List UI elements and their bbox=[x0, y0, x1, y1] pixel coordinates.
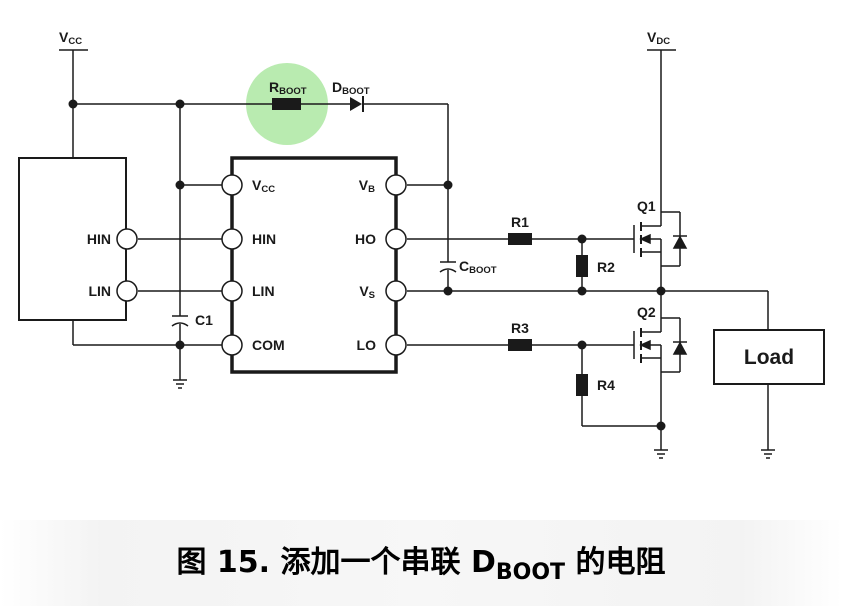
r3-label: R3 bbox=[511, 320, 529, 336]
mosfet-q1 bbox=[633, 211, 688, 267]
junction-dot bbox=[656, 286, 666, 296]
ic-label-hin: HIN bbox=[252, 231, 276, 247]
junction-dot bbox=[577, 286, 587, 296]
ic-label-ho: HO bbox=[355, 231, 376, 247]
ic-label-lin: LIN bbox=[252, 283, 275, 299]
resistor-r3 bbox=[508, 339, 532, 351]
caption-prefix: 图 15. 添加一个串联 D bbox=[176, 545, 496, 580]
junction-dot bbox=[175, 180, 185, 190]
ic-label-vs: VS bbox=[359, 283, 375, 301]
resistor-rboot bbox=[272, 98, 301, 110]
junction-dot bbox=[577, 340, 587, 350]
junction-dot bbox=[175, 340, 185, 350]
vcc-label: VCC bbox=[59, 29, 82, 47]
ic-pin-lo bbox=[385, 334, 407, 356]
r4-label: R4 bbox=[597, 377, 615, 393]
c1-label: C1 bbox=[195, 312, 213, 328]
junction-dot bbox=[577, 234, 587, 244]
ic-pin-hin bbox=[221, 228, 243, 250]
junction-dot bbox=[175, 99, 185, 109]
junction-dots bbox=[68, 99, 666, 431]
resistor-r1 bbox=[508, 233, 532, 245]
cboot-label: CBOOT bbox=[459, 258, 497, 276]
ic-label-vb: VB bbox=[359, 177, 375, 195]
ic-label-lo: LO bbox=[357, 337, 377, 353]
mosfet-q2 bbox=[633, 317, 688, 373]
ic-pin-vs bbox=[385, 280, 407, 302]
q2-label: Q2 bbox=[637, 304, 656, 320]
ic-pin-lin bbox=[221, 280, 243, 302]
driver-ic-body bbox=[230, 156, 398, 374]
resistor-r2 bbox=[576, 255, 588, 277]
controller-box bbox=[18, 157, 127, 321]
rboot-label: RBOOT bbox=[269, 79, 307, 97]
ic-pin-ho bbox=[385, 228, 407, 250]
ground-icon bbox=[654, 449, 668, 459]
caption-subscript: BOOT bbox=[495, 560, 566, 585]
vdc-label: VDC bbox=[647, 29, 670, 47]
diode-dboot bbox=[350, 96, 364, 112]
capacitor-c1 bbox=[171, 315, 189, 327]
ground-icon bbox=[173, 379, 187, 389]
load-box bbox=[713, 329, 825, 385]
controller-hin-label: HIN bbox=[87, 231, 111, 247]
caption-suffix: 的电阻 bbox=[565, 545, 666, 580]
controller-lin-pin bbox=[116, 280, 138, 302]
ic-pin-vcc bbox=[221, 174, 243, 196]
junction-dot bbox=[68, 99, 78, 109]
r1-label: R1 bbox=[511, 214, 529, 230]
r2-label: R2 bbox=[597, 259, 615, 275]
junction-dot bbox=[443, 286, 453, 296]
ic-pin-vb bbox=[385, 174, 407, 196]
resistor-r4 bbox=[576, 374, 588, 396]
circuit-schematic: HIN LIN VCC HIN LIN COM VB HO VS LO bbox=[18, 29, 825, 459]
driver-ic-right-pins bbox=[385, 174, 407, 356]
capacitor-cboot bbox=[439, 261, 457, 273]
driver-ic-left-pins bbox=[221, 174, 243, 356]
dboot-label: DBOOT bbox=[332, 79, 370, 97]
controller-hin-pin bbox=[116, 228, 138, 250]
figure-caption: 图 15. 添加一个串联 DBOOT 的电阻 bbox=[0, 528, 842, 601]
ic-label-com: COM bbox=[252, 337, 285, 353]
junction-dot bbox=[443, 180, 453, 190]
junction-dot bbox=[656, 421, 666, 431]
ic-pin-com bbox=[221, 334, 243, 356]
load-label: Load bbox=[744, 346, 794, 369]
q1-label: Q1 bbox=[637, 198, 656, 214]
ground-symbols bbox=[173, 379, 775, 459]
ic-label-vcc: VCC bbox=[252, 177, 275, 195]
caption-band bbox=[0, 520, 842, 606]
ground-icon bbox=[761, 449, 775, 459]
controller-lin-label: LIN bbox=[88, 283, 111, 299]
